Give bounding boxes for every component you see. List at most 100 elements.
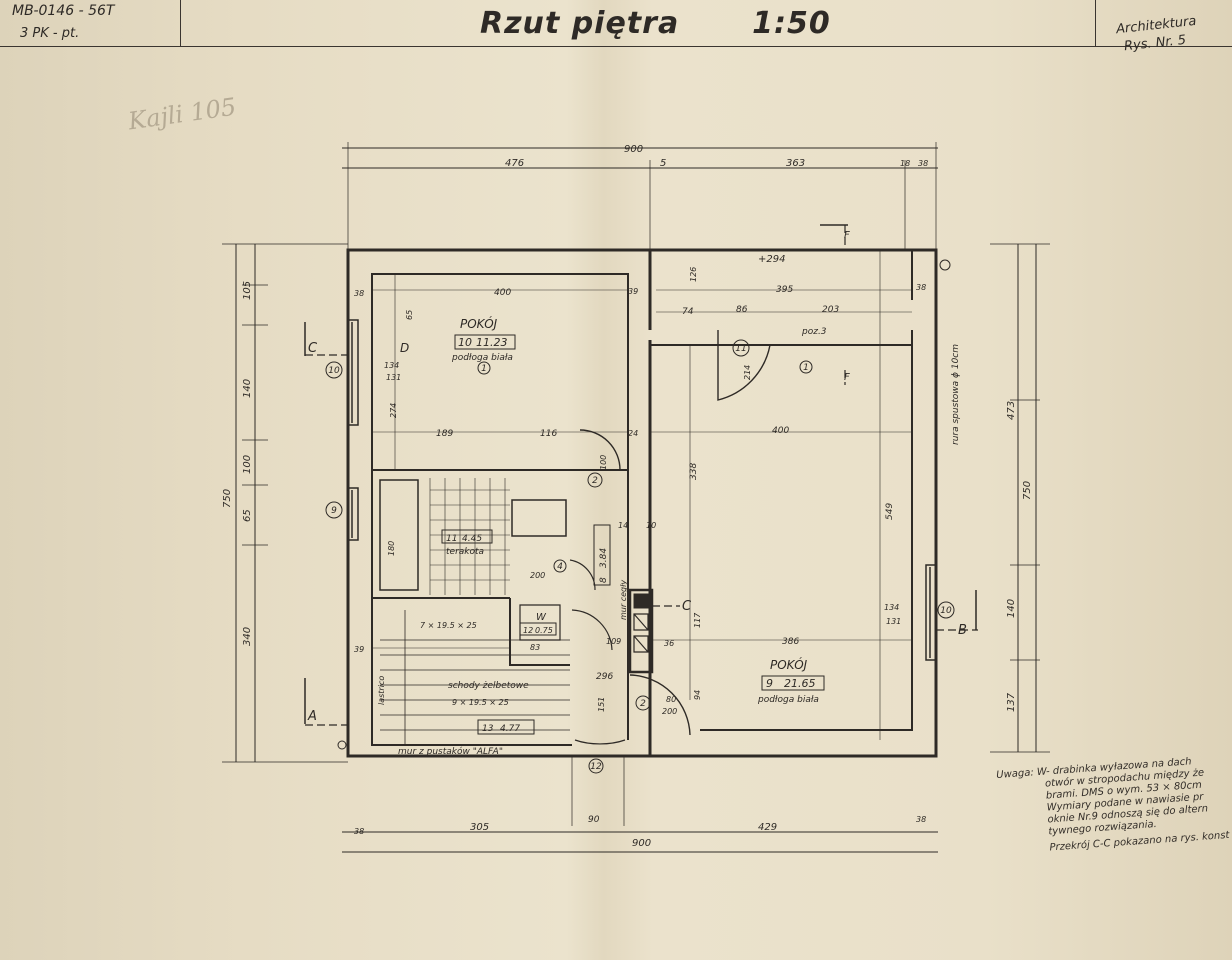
dim-180: 180 xyxy=(387,541,396,556)
title-scale: 1:50 xyxy=(752,6,831,41)
dim-151: 151 xyxy=(597,697,606,712)
stair-spec-upper: 7 × 19.5 × 25 xyxy=(420,621,477,630)
dim-bottom-total: 900 xyxy=(632,838,651,849)
room9-floor: podłoga biała xyxy=(757,695,819,705)
marker-1a: 1 xyxy=(481,364,487,374)
code-block: MB-0146 - 56T 3 PK - pt. xyxy=(0,0,181,47)
dim-bottom-90: 90 xyxy=(588,815,600,825)
marker-window-10: 10 xyxy=(328,366,340,376)
dim-top-gap: 5 xyxy=(660,158,666,169)
dim-386: 386 xyxy=(782,637,799,647)
dim-109: 109 xyxy=(606,637,621,646)
dim-126: 126 xyxy=(689,267,698,282)
dim-94: 94 xyxy=(693,690,702,700)
room11-area: 4.45 xyxy=(462,534,482,544)
dim-left-140: 140 xyxy=(242,379,253,398)
marker-door-11: 11 xyxy=(735,344,746,354)
dim-100: 100 xyxy=(599,455,608,470)
marker-window-9: 9 xyxy=(331,506,337,516)
dim-400a: 400 xyxy=(494,288,511,298)
room9-area: 21.65 xyxy=(784,677,816,690)
room12-number: 12 xyxy=(523,626,533,635)
notes-block: Uwaga: W- drabinka wyłazowa na dach otwó… xyxy=(996,754,1230,858)
dim-83: 83 xyxy=(530,643,540,652)
room10-label: POKÓJ xyxy=(460,316,498,331)
room11-floor: terakota xyxy=(446,547,484,557)
dim-65: 65 xyxy=(405,310,414,320)
room8-number: 8 xyxy=(599,577,609,583)
stairs-label: schody żelbetowe xyxy=(448,681,529,691)
dim-131b: 131 xyxy=(886,617,901,626)
dim-left-total: 750 xyxy=(222,489,233,508)
drawing-code: MB-0146 - 56T xyxy=(12,3,115,19)
dim-14: 14 xyxy=(618,521,628,530)
drawing-subcode: 3 PK - pt. xyxy=(20,26,80,41)
section-a: A xyxy=(307,709,317,724)
notes-lead: Uwaga: xyxy=(996,767,1035,781)
dim-bottom-38a: 38 xyxy=(354,827,364,836)
dim-top-left: 476 xyxy=(505,158,524,169)
marker-door-2b: 2 xyxy=(640,699,646,709)
dim-right-137: 137 xyxy=(1006,692,1017,712)
room13-area: 4.77 xyxy=(500,724,520,734)
dim-bottom-305: 305 xyxy=(470,822,489,833)
dim-274: 274 xyxy=(389,403,398,418)
position-label: poz.3 xyxy=(801,327,827,337)
dim-left-340: 340 xyxy=(242,627,253,646)
dim-total-width: 900 xyxy=(624,144,643,155)
dim-200b: 200 xyxy=(662,707,677,716)
dim-395: 395 xyxy=(776,285,793,295)
room13-number: 13 xyxy=(482,724,494,734)
dim-top-small2: 38 xyxy=(918,159,928,168)
dim-top-small1: 18 xyxy=(900,159,910,168)
brick-wall-label: mur cegły xyxy=(619,580,628,620)
lastrico-label: lastrico xyxy=(377,676,386,705)
title-name: Rzut piętra xyxy=(480,6,680,41)
dim-39b: 39 xyxy=(354,645,364,654)
dim-74: 74 xyxy=(682,307,694,317)
section-c-left: C xyxy=(308,341,318,356)
dim-10: 10 xyxy=(646,521,656,530)
dim-right-total: 750 xyxy=(1022,481,1033,500)
dim-24: 24 xyxy=(628,429,638,438)
room10-area: 11.23 xyxy=(476,336,508,349)
dim-131a: 131 xyxy=(386,373,401,382)
dim-bottom-38b: 38 xyxy=(916,815,926,824)
marker-4: 4 xyxy=(557,562,563,572)
dim-189: 189 xyxy=(436,429,453,439)
level-mark: +294 xyxy=(758,254,785,265)
dim-134a: 134 xyxy=(384,361,399,370)
dim-116: 116 xyxy=(540,429,557,439)
dim-left-105: 105 xyxy=(242,281,253,300)
dim-38a: 38 xyxy=(354,289,364,298)
dim-right-140: 140 xyxy=(1006,599,1017,618)
room10-number: 10 xyxy=(458,336,472,349)
dim-bottom-429: 429 xyxy=(758,822,777,833)
marker-door-2a: 2 xyxy=(592,476,598,486)
room12-area: 0.75 xyxy=(535,626,553,635)
marker-1b: 1 xyxy=(803,363,809,373)
dim-right-473: 473 xyxy=(1006,401,1017,420)
section-f-top: F xyxy=(844,230,850,241)
dim-400b: 400 xyxy=(772,426,789,436)
dim-left-100: 100 xyxy=(242,455,253,474)
stair-spec-lower: 9 × 19.5 × 25 xyxy=(452,698,509,707)
w-mark: W xyxy=(536,612,547,623)
pipe-note: rura spustowa ϕ 10cm xyxy=(951,344,961,445)
room11-number: 11 xyxy=(446,534,457,544)
dim-36: 36 xyxy=(664,639,674,648)
dim-338: 338 xyxy=(689,463,699,480)
dim-200a: 200 xyxy=(530,571,545,580)
drawing-title: Rzut piętra 1:50 xyxy=(480,6,831,41)
title-block: Rzut piętra 1:50 xyxy=(180,0,1095,47)
dim-117: 117 xyxy=(693,612,702,628)
room10-floor: podłoga biała xyxy=(451,353,513,363)
dim-38b: 38 xyxy=(916,283,926,292)
section-block: Architektura Rys. Nr. 5 xyxy=(1095,0,1232,54)
dim-top-right: 363 xyxy=(786,158,805,169)
dim-549: 549 xyxy=(885,503,895,520)
room9-number: 9 xyxy=(766,677,773,690)
dim-134b: 134 xyxy=(884,603,899,612)
